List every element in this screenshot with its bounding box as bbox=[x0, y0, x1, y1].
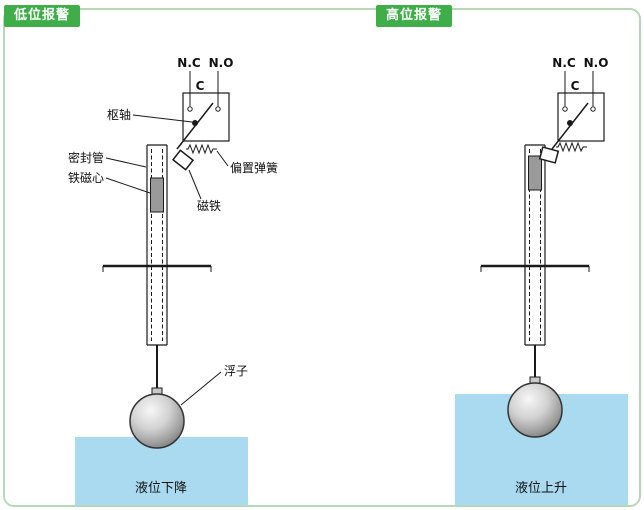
switch-low: N.C N.O C bbox=[171, 56, 234, 171]
sealed-tube-high bbox=[524, 144, 546, 346]
iron-core-high bbox=[528, 155, 542, 191]
pivot-dot-high bbox=[567, 120, 573, 126]
float-label: 浮子 bbox=[224, 364, 248, 378]
frame-border bbox=[3, 8, 641, 507]
panel-high-header: 高位报警 bbox=[376, 5, 453, 27]
caption-high: 液位上升 bbox=[515, 481, 567, 496]
bias-spring-high bbox=[556, 141, 587, 153]
callouts-low: 枢轴 密封管 铁磁心 偏置弹簧 磁铁 浮子 bbox=[68, 107, 278, 406]
magnet-low bbox=[171, 149, 195, 171]
float-assembly-high bbox=[507, 345, 563, 438]
switch-body-high bbox=[557, 92, 605, 142]
float-ball-low bbox=[129, 393, 185, 449]
magnet-high bbox=[538, 146, 560, 164]
sealed-tube-low bbox=[146, 144, 168, 346]
caption-low: 液位下降 bbox=[135, 481, 187, 496]
float-stem-high bbox=[529, 376, 541, 384]
flange-high bbox=[480, 264, 590, 272]
switch-high: N.C N.O C bbox=[538, 56, 609, 164]
iron-core-low bbox=[150, 177, 164, 213]
float-assembly-low bbox=[129, 345, 185, 449]
panel-low-title: 低位报警 bbox=[14, 8, 71, 23]
c-terminal-label: C bbox=[196, 79, 205, 93]
sealed-tube-label: 密封管 bbox=[68, 150, 104, 165]
panel-high-title: 高位报警 bbox=[386, 8, 443, 23]
c-terminal-label: C bbox=[571, 79, 580, 93]
flange-low bbox=[102, 264, 212, 272]
nc-terminal-label: N.C bbox=[552, 56, 576, 70]
pivot-dot-low bbox=[192, 120, 198, 126]
no-terminal-label: N.O bbox=[584, 56, 609, 70]
magnet-label: 磁铁 bbox=[197, 198, 221, 213]
no-terminal-label: N.O bbox=[209, 56, 234, 70]
bias-spring-low bbox=[186, 143, 217, 155]
pivot-label: 枢轴 bbox=[107, 107, 131, 122]
panel-low-diagram: N.C N.O C 枢轴 密封管 bbox=[68, 56, 278, 505]
panel-low-header: 低位报警 bbox=[4, 5, 81, 27]
panel-high-diagram: N.C N.O C 液位上升 bbox=[455, 56, 628, 505]
float-stem-low bbox=[151, 387, 163, 395]
iron-core-label: 铁磁心 bbox=[68, 170, 104, 185]
nc-terminal-label: N.C bbox=[177, 56, 201, 70]
bias-spring-label: 偏置弹簧 bbox=[230, 160, 278, 175]
float-ball-high bbox=[507, 382, 563, 438]
switch-body-low bbox=[182, 92, 230, 142]
